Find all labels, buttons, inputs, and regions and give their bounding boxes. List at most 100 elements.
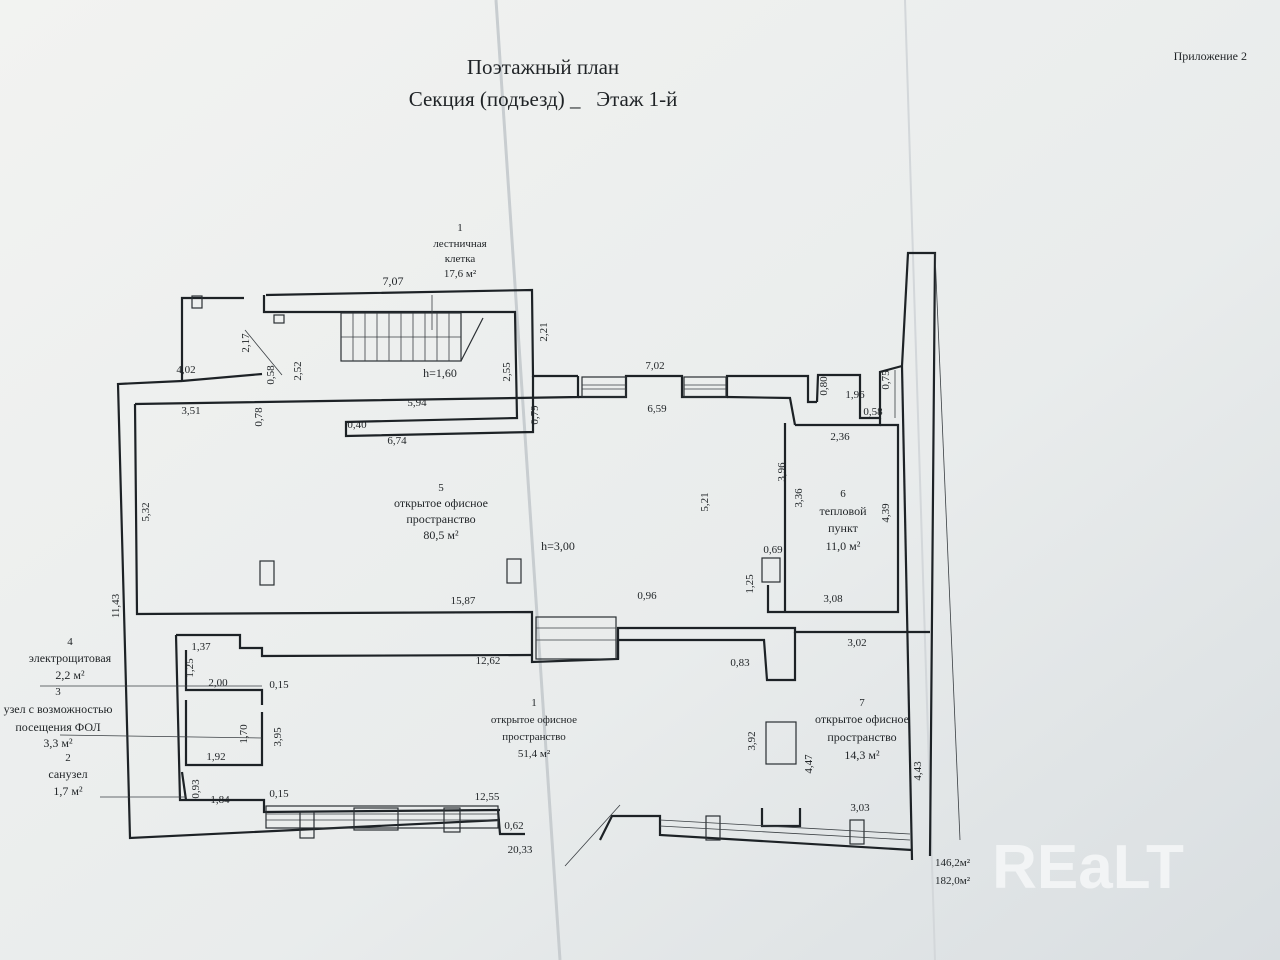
svg-text:0,80: 0,80 [818,376,830,396]
svg-text:0,69: 0,69 [763,544,783,556]
svg-text:2: 2 [65,752,71,764]
svg-text:2,52: 2,52 [292,361,304,380]
svg-text:12,55: 12,55 [475,791,500,803]
svg-text:клетка: клетка [445,253,476,265]
svg-text:6,59: 6,59 [647,403,667,415]
svg-text:4: 4 [67,636,73,648]
room-7-label: 7 открытое офисное пространство 14,3 м² [815,697,909,762]
svg-text:4,43: 4,43 [912,761,924,781]
paper-fold [494,0,562,960]
svg-text:1,96: 1,96 [845,389,865,401]
dimension-labels-vertical: 2,17 0,58 2,52 0,78 2,55 2,21 0,79 0,80 … [110,322,924,798]
svg-text:1,37: 1,37 [191,641,211,653]
svg-text:1,84: 1,84 [210,794,230,806]
svg-text:0,78: 0,78 [253,407,265,427]
svg-text:3,03: 3,03 [850,802,870,814]
svg-text:2,21: 2,21 [538,322,550,341]
svg-text:2,55: 2,55 [501,362,513,382]
svg-text:1: 1 [457,222,463,234]
svg-text:пункт: пункт [828,521,859,535]
svg-text:3,08: 3,08 [823,593,843,605]
svg-text:2,2 м²: 2,2 м² [55,668,85,682]
svg-text:0,79: 0,79 [529,405,541,425]
svg-text:5: 5 [438,482,444,494]
svg-text:20,33: 20,33 [508,844,533,856]
svg-text:открытое офисное: открытое офисное [491,714,577,726]
svg-text:1,92: 1,92 [206,751,225,763]
building-walls [116,251,961,861]
ceiling-height: h=1,60 [423,366,457,380]
svg-text:4,39: 4,39 [880,503,892,523]
svg-text:пространство: пространство [406,512,475,526]
column [191,295,203,309]
svg-text:14,3 м²: 14,3 м² [844,748,880,762]
svg-text:3,95: 3,95 [272,727,284,747]
svg-text:0,62: 0,62 [504,820,523,832]
svg-text:пространство: пространство [502,731,566,743]
room-3-label: 3 узел с возможностью посещения ФОЛ 3,3 … [4,686,113,750]
svg-text:1: 1 [531,697,537,709]
svg-text:5,32: 5,32 [140,502,152,521]
svg-text:4,47: 4,47 [803,754,815,774]
svg-text:0,40: 0,40 [347,419,367,431]
column [273,314,285,324]
svg-text:5,21: 5,21 [699,492,711,511]
realt-watermark-logo: REaLT [992,833,1184,902]
svg-text:0,83: 0,83 [730,657,750,669]
svg-text:1,70: 1,70 [238,724,250,744]
svg-text:6,74: 6,74 [387,435,407,447]
svg-text:4,02: 4,02 [176,364,195,376]
room-5-label: 5 открытое офисное пространство 80,5 м² [394,482,488,542]
svg-text:7,07: 7,07 [383,274,404,288]
page-subtitle: Секция (подъезд) _ Этаж 1-й [409,87,678,111]
room-1-label: 1 открытое офисное пространство 51,4 м² [491,697,577,760]
svg-text:3,36: 3,36 [793,488,805,508]
svg-text:15,87: 15,87 [451,595,476,607]
svg-text:0,15: 0,15 [269,679,289,691]
svg-text:1,25: 1,25 [184,658,196,678]
svg-text:5,94: 5,94 [407,397,427,409]
svg-text:3: 3 [55,686,61,698]
svg-text:51,4 м²: 51,4 м² [518,748,551,760]
svg-text:80,5 м²: 80,5 м² [423,528,459,542]
svg-text:0,58: 0,58 [863,406,883,418]
room-4-label: 4 электрощитовая 2,2 м² [29,636,112,682]
svg-text:0,96: 0,96 [637,590,657,602]
svg-text:1,7 м²: 1,7 м² [53,784,83,798]
column [765,721,797,765]
appendix-label: Приложение 2 [1174,49,1247,63]
svg-text:6: 6 [840,488,846,500]
dimension-labels: 7,07 4,02 3,51 5,94 0,40 6,74 7,02 6,59 … [176,274,883,856]
svg-text:2,36: 2,36 [830,431,850,443]
svg-text:3,96: 3,96 [776,462,788,482]
svg-text:открытое офисное: открытое офисное [815,712,909,726]
svg-text:посещения ФОЛ: посещения ФОЛ [15,720,100,734]
svg-text:3,02: 3,02 [847,637,866,649]
svg-text:0,58: 0,58 [265,365,277,385]
svg-text:2,00: 2,00 [208,677,228,689]
svg-text:11,43: 11,43 [110,593,122,618]
column [259,560,275,586]
svg-text:3,92: 3,92 [746,731,758,750]
svg-text:1,25: 1,25 [744,574,756,594]
staircase [340,295,484,362]
room-2-label: 2 санузел 1,7 м² [48,752,87,798]
svg-text:электрощитовая: электрощитовая [29,651,112,665]
total-area: 182,0м² [935,875,971,887]
svg-text:12,62: 12,62 [476,655,501,667]
column [761,557,781,583]
svg-text:3,51: 3,51 [181,405,200,417]
svg-text:0,15: 0,15 [269,788,289,800]
svg-text:тепловой: тепловой [820,504,868,518]
svg-text:7: 7 [859,697,865,709]
svg-text:0,75: 0,75 [880,370,892,390]
total-area: 146,2м² [935,857,971,869]
column [506,558,522,584]
room-6-label: 6 тепловой пункт 11,0 м² [820,488,868,553]
svg-text:11,0 м²: 11,0 м² [826,539,861,553]
svg-text:открытое офисное: открытое офисное [394,496,488,510]
svg-text:пространство: пространство [827,730,896,744]
